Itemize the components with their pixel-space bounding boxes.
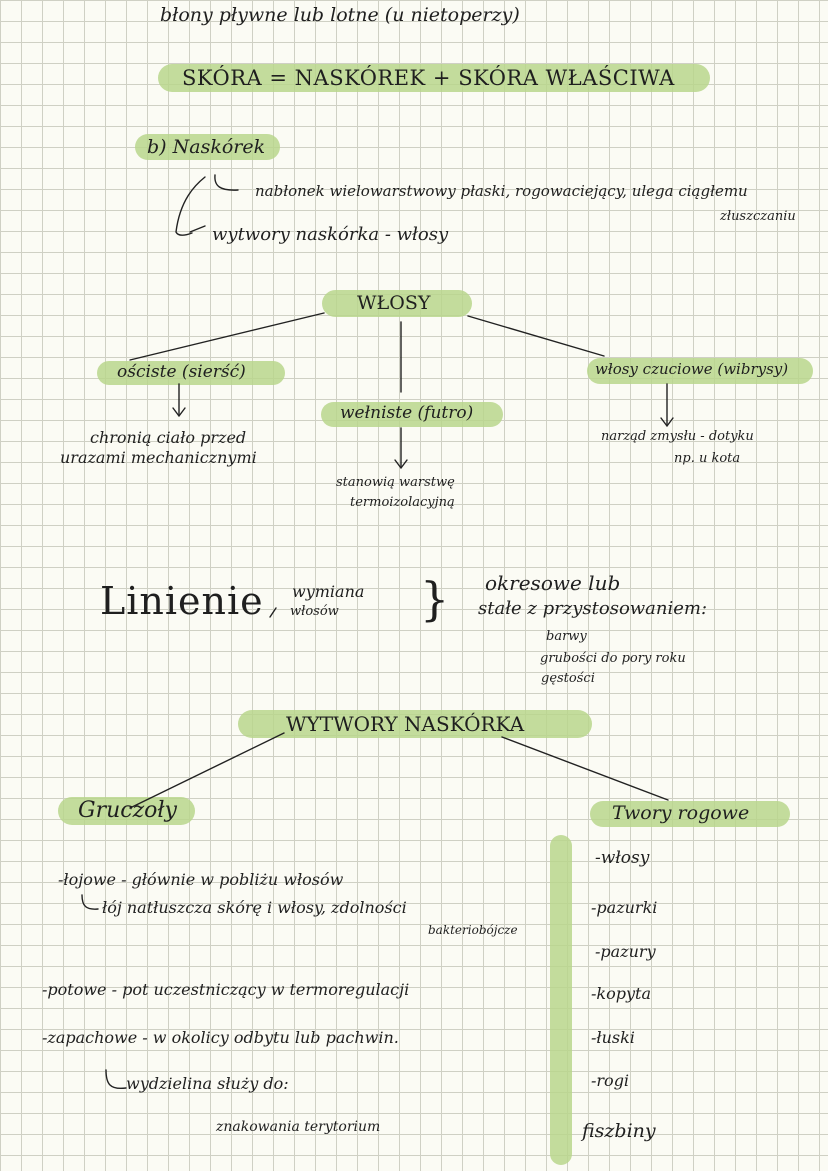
equation-highlight xyxy=(158,64,710,92)
horny-item-0: -włosy xyxy=(595,848,650,868)
glands-sweat: -potowe - pot uczestniczący w termoregul… xyxy=(42,980,410,999)
middle-hair-highlight xyxy=(321,402,503,427)
section-b-heading: b) Naskórek xyxy=(147,136,266,158)
products-title-highlight xyxy=(238,710,592,738)
horny-item-5: -rogi xyxy=(591,1071,630,1090)
hair-title: WŁOSY xyxy=(357,292,431,314)
molting-list-0: barwy xyxy=(546,629,587,644)
molting-desc2: stałe z przystosowaniem: xyxy=(478,598,708,619)
section-b-item1: nabłonek wielowarstwowy płaski, rogowaci… xyxy=(255,182,748,200)
left-hair-highlight xyxy=(97,361,285,385)
equation: SKÓRA = NASKÓREK + SKÓRA WŁAŚCIWA xyxy=(182,66,675,90)
glands-scent-sub2: znakowania terytorium xyxy=(216,1119,381,1135)
molting-list-1: grubości do pory roku xyxy=(540,651,686,666)
middle-hair-desc2: termoizolacyjną xyxy=(350,495,455,510)
horny-vertical-highlight xyxy=(550,835,572,1165)
right-hair-highlight xyxy=(587,358,813,384)
middle-hair-desc1: stanowią warstwę xyxy=(336,475,455,490)
left-hair-label: ościste (sierść) xyxy=(117,362,246,382)
glands-title: Gruczoły xyxy=(78,798,177,823)
horny-item-6: fiszbiny xyxy=(582,1120,656,1142)
left-hair-desc2: urazami mechanicznymi xyxy=(60,448,257,467)
section-b-item2: wytwory naskórka - włosy xyxy=(212,224,449,245)
glands-sebaceous-sub1: łój natłuszcza skórę i włosy, zdolności xyxy=(102,898,407,917)
horny-item-1: -pazurki xyxy=(591,898,658,917)
heading-b-highlight xyxy=(135,134,280,160)
molting-word: Linienie xyxy=(100,579,264,623)
horny-item-4: -łuski xyxy=(591,1028,635,1047)
left-hair-desc1: chronią ciało przed xyxy=(90,428,247,447)
glands-sebaceous: -łojowe - głównie w pobliżu włosów xyxy=(58,870,344,889)
molting-list-2: gęstości xyxy=(541,671,595,686)
top-line: błony pływne lub lotne (u nietoperzy) xyxy=(160,4,520,26)
section-b-item1-cont: złuszczaniu xyxy=(720,209,796,224)
right-hair-desc2: np. u kota xyxy=(674,451,741,466)
molting-desc1: okresowe lub xyxy=(485,571,621,595)
right-hair-label: włosy czuciowe (wibrysy) xyxy=(595,360,789,378)
molting-def1: wymiana xyxy=(292,582,365,601)
glands-scent: -zapachowe - w okolicy odbytu lub pachwi… xyxy=(42,1028,399,1047)
horny-item-3: -kopyta xyxy=(591,984,651,1003)
horny-item-2: -pazury xyxy=(595,942,656,961)
right-hair-desc1: narząd zmysłu - dotyku xyxy=(601,429,754,444)
products-title: WYTWORY NASKÓRKA xyxy=(286,712,525,736)
molting-brace: } xyxy=(420,572,450,626)
horny-title: Twory rogowe xyxy=(612,802,750,824)
glands-scent-sub1: wydzielina służy do: xyxy=(126,1074,289,1093)
middle-hair-label: wełniste (futro) xyxy=(340,403,474,423)
molting-def2: włosów xyxy=(290,604,339,619)
horny-highlight xyxy=(590,801,790,827)
hair-title-highlight xyxy=(322,290,472,317)
glands-sebaceous-sub2: bakteriobójcze xyxy=(428,923,518,937)
